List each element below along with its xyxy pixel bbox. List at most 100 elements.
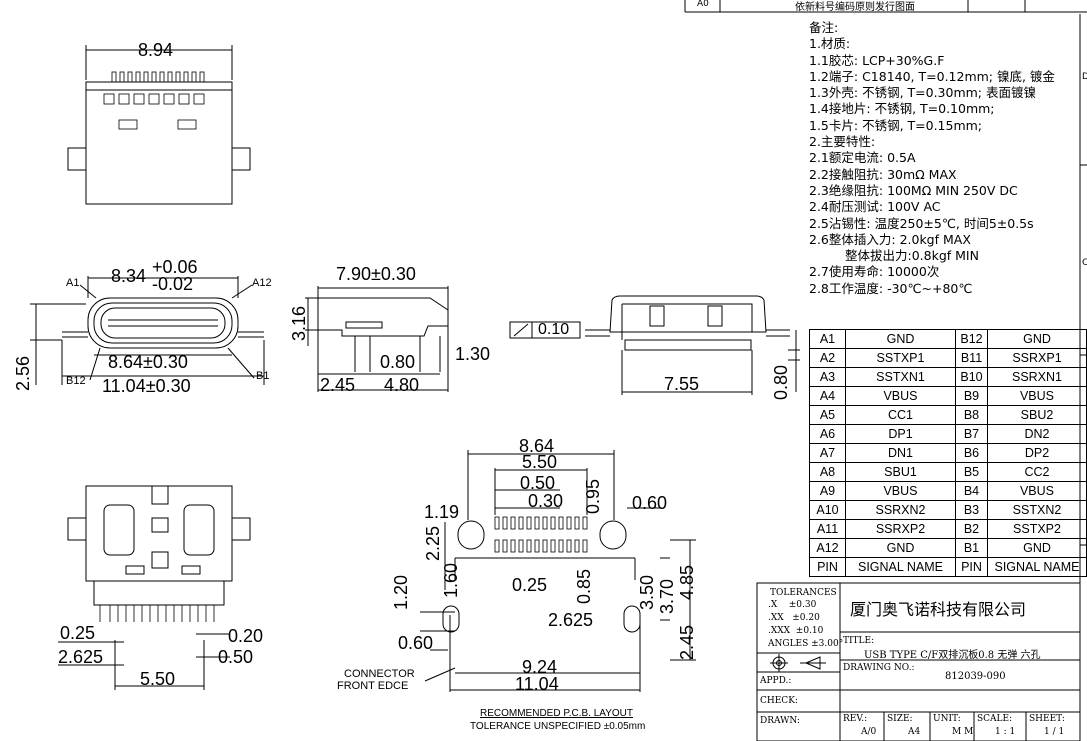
tolerances-heading: TOLERANCES	[770, 588, 837, 598]
pin-cell: A7	[809, 443, 846, 463]
layout-title: RECOMMENDED P.C.B. LAYOUT	[480, 708, 633, 719]
check-label: CHECK:	[760, 696, 798, 706]
dim-pcb-550: 5.50	[522, 452, 558, 472]
dim-pcb-095: 0.95	[583, 478, 604, 515]
pin-cell: B2	[955, 519, 988, 539]
dim-pcb-085: 0.85	[574, 568, 595, 605]
signal-name-cell: SIGNAL NAME	[845, 557, 956, 577]
dim-pcb-060-right: 0.60	[632, 493, 668, 513]
signal-name-cell: SSRXP2	[845, 519, 956, 539]
pin-cell: B5	[955, 462, 988, 482]
pin-cell: A2	[809, 348, 846, 368]
dim-pcb-485: 4.85	[677, 564, 698, 601]
pin-cell: A10	[809, 500, 846, 520]
dim-side-245: 2.45	[320, 375, 356, 395]
company-name: 厦门奥飞诺科技有限公司	[850, 600, 1027, 619]
note-line: 2.4耐压测试: 100V AC	[809, 199, 941, 215]
signal-name-cell: SSRXP1	[987, 348, 1087, 368]
dim-bottom-020: 0.20	[228, 626, 264, 646]
pin-cell: A6	[809, 424, 846, 444]
dim-pcb-245: 2.45	[677, 624, 698, 661]
dim-front-tol-minus: -0.02	[152, 274, 194, 294]
note-line: 备注:	[809, 20, 839, 35]
dim-pcb-1104: 11.04	[515, 674, 559, 694]
top-view	[67, 45, 251, 205]
pin-cell: B12	[955, 329, 988, 349]
pcb-layout	[420, 450, 696, 692]
signal-name-cell: SSRXN2	[845, 500, 956, 520]
dim-pcb-864: 8.64	[519, 436, 555, 456]
note-line: 1.材质:	[809, 36, 851, 52]
signal-name-cell: SSRXN1	[987, 367, 1087, 387]
scale-label: SCALE:	[977, 714, 1013, 724]
dim-side-080: 0.80	[380, 352, 416, 372]
pin-cell: B3	[955, 500, 988, 520]
label-b12: B12	[66, 375, 86, 387]
pin-cell: B6	[955, 443, 988, 463]
dim-pcb-924: 9.24	[522, 657, 558, 677]
signal-name-cell: SSTXN2	[987, 500, 1087, 520]
note-line: 1.1胶芯: LCP+30%G.F	[809, 52, 945, 68]
dim-front-tol-plus: +0.06	[152, 257, 198, 277]
drawing-no-label: DRAWING NO.:	[843, 663, 915, 673]
pin-cell: A1	[809, 329, 846, 349]
dim-bottom-050: 0.50	[218, 647, 254, 667]
pin-cell: A5	[809, 405, 846, 425]
front-view	[30, 276, 265, 385]
dim-pcb-2625: 2.625	[548, 610, 594, 630]
pin-cell: PIN	[955, 557, 988, 577]
signal-name-cell: DP1	[845, 424, 956, 444]
signal-name-cell: VBUS	[845, 386, 956, 406]
border-mark-c: C	[1082, 258, 1087, 268]
side-view	[305, 286, 449, 392]
pin-cell: B10	[955, 367, 988, 387]
note-line: 2.主要特性:	[809, 134, 876, 150]
appd-label: APPD.:	[760, 676, 792, 686]
tolerance-row: .XXX ±0.10	[768, 626, 824, 636]
note-line: 2.2接触阻抗: 30mΩ MAX	[809, 166, 957, 182]
border-mark-d: D	[1082, 72, 1087, 82]
signal-name-cell: GND	[845, 538, 956, 558]
signal-name-cell: SSTXN1	[845, 367, 956, 387]
dim-top-width: 8.94	[138, 40, 174, 60]
sheet-value: 1 / 1	[1044, 727, 1065, 737]
title-label: TITLE:	[843, 636, 875, 646]
dim-pcb-060: 0.60	[398, 633, 434, 653]
note-line: 2.8工作温度: -30℃~+80℃	[809, 280, 973, 296]
dim-pcb-030: 0.30	[528, 491, 564, 511]
dim-bottom-025: 0.25	[60, 623, 96, 643]
rev-value: A/0	[861, 727, 877, 737]
note-line: 1.2端子: C18140, T=0.12mm; 镍底, 镀金	[809, 68, 1055, 84]
signal-name-cell: SSTXP1	[845, 348, 956, 368]
dim-rear-755: 7.55	[664, 374, 700, 394]
tolerance-row: ANGLES ±3.00°	[768, 639, 844, 649]
dim-front-width: 8.34	[111, 266, 147, 286]
signal-name-cell: GND	[987, 538, 1087, 558]
label-a12: A12	[252, 277, 272, 289]
dim-side-130: 1.30	[455, 344, 491, 364]
pin-cell: B1	[955, 538, 988, 558]
note-line: 2.6整体插入力: 2.0kgf MAX	[809, 231, 971, 247]
signal-name-cell: GND	[845, 329, 956, 349]
dim-pcb-160: 1.60	[441, 562, 462, 599]
label-b1: B1	[256, 370, 270, 382]
rev-label: REV.:	[843, 714, 868, 724]
size-value: A4	[908, 727, 921, 737]
sheet-label: SHEET:	[1029, 714, 1065, 724]
label-a1: A1	[66, 277, 80, 289]
pin-cell: B8	[955, 405, 988, 425]
rev-code: A0	[697, 0, 709, 9]
signal-name-cell: SBU1	[845, 462, 956, 482]
note-line: 2.7使用寿命: 10000次	[809, 264, 940, 280]
signal-name-cell: DP2	[987, 443, 1087, 463]
signal-name-cell: DN1	[845, 443, 956, 463]
signal-name-cell: SBU2	[987, 405, 1087, 425]
drawing-no: 812039-090	[945, 671, 1006, 682]
dim-bottom-550: 5.50	[140, 669, 176, 689]
